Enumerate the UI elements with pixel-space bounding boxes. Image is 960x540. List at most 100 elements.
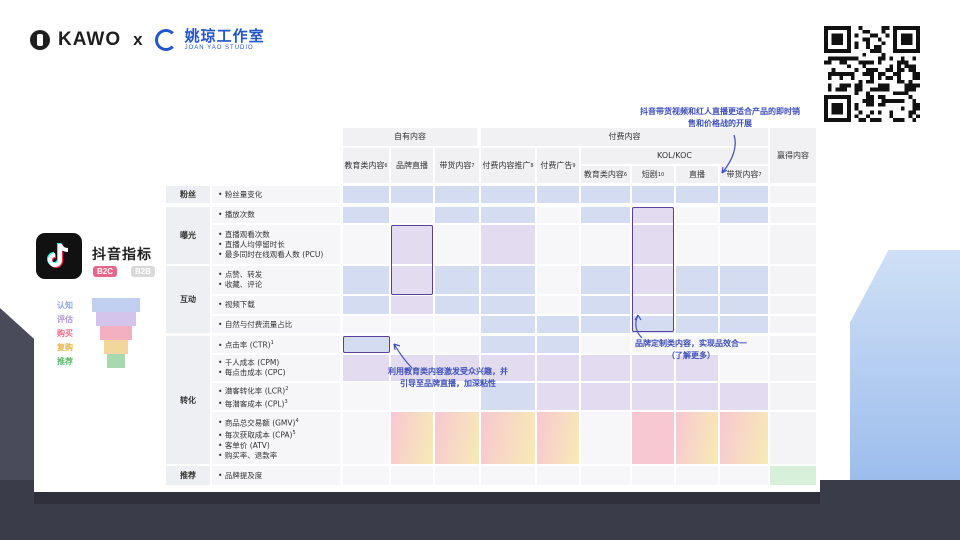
earned-cell (770, 225, 816, 264)
earned-cell (770, 466, 816, 485)
metric-cell (581, 186, 630, 203)
metric-cell (435, 316, 479, 333)
metric-cell (435, 225, 479, 264)
metric-row-label: 点击率 (CTR)1 (212, 336, 340, 353)
metric-cell (581, 207, 630, 223)
metric-cell (720, 316, 768, 333)
column-header-label: 教育类内容 (344, 160, 385, 170)
card-shadow (34, 492, 820, 504)
funnel-graphic (92, 298, 140, 368)
tiktok-logo-icon (36, 233, 82, 279)
metric-item: 收藏、评论 (218, 280, 340, 290)
metric-cell (720, 207, 768, 223)
column-header-footnote: 10 (657, 171, 665, 178)
metric-cell (481, 383, 535, 410)
metric-cell (343, 186, 389, 203)
metric-cell (391, 336, 433, 353)
column-header-label: 直播 (689, 169, 705, 179)
metric-item-text: 客单价 (ATV) (224, 440, 270, 450)
metric-cell (537, 412, 579, 464)
metric-cell (391, 186, 433, 203)
metric-item: 千人成本 (CPM) (218, 358, 340, 368)
earned-cell (770, 296, 816, 314)
metric-cell (537, 207, 579, 223)
metric-item-text: 潜客转化率 (LCR) (224, 386, 286, 396)
metric-cell (435, 186, 479, 203)
metric-cell (537, 316, 579, 333)
metric-item: 品牌提及度 (218, 471, 340, 481)
earned-cell (770, 316, 816, 333)
funnel-label: 复购 (57, 343, 73, 352)
metric-cell (537, 225, 579, 264)
metric-cell (581, 336, 630, 353)
metric-cell (720, 186, 768, 203)
metric-row-label: 点赞、转发收藏、评论 (212, 266, 340, 294)
funnel-segment (100, 326, 132, 340)
column-header-footnote: 6 (384, 162, 388, 169)
metric-cell (343, 266, 389, 294)
metric-cell (391, 466, 433, 485)
metric-cell (343, 383, 389, 410)
funnel-segment (104, 340, 128, 354)
metric-cell (391, 296, 433, 314)
joan-yao-brand: 姚琼工作室 JOAN YAO STUDIO (185, 28, 265, 52)
funnel-label: 评估 (57, 315, 73, 324)
badge-b2c[interactable]: B2C (93, 266, 118, 277)
metric-cell (391, 207, 433, 223)
metric-cell (481, 355, 535, 381)
group-paid: 付费内容 (481, 128, 768, 146)
metric-item: 每次获取成本 (CPA)5 (218, 428, 340, 441)
qr-code (824, 26, 920, 122)
metric-cell (720, 412, 768, 464)
metric-item-text: 品牌提及度 (224, 470, 263, 480)
metric-cell (435, 296, 479, 314)
funnel-label: 推荐 (57, 357, 73, 366)
metric-cell (481, 207, 535, 223)
earned-cell (770, 336, 816, 353)
earned-cell (770, 383, 816, 410)
highlight-brand-live (391, 225, 433, 295)
column-header-label: 短剧 (641, 169, 658, 179)
metric-row-label: 播放次数 (212, 207, 340, 223)
row-group-label: 粉丝 (166, 186, 210, 203)
earned-cell (770, 207, 816, 223)
metric-cell (676, 186, 718, 203)
metric-cell (720, 336, 768, 353)
arrow-top (721, 134, 736, 174)
metric-cell (720, 355, 768, 381)
metric-item-text: 千人成本 (CPM) (224, 358, 280, 367)
badge-b2b[interactable]: B2B (131, 266, 156, 277)
metric-cell (632, 355, 674, 381)
metric-item: 播放次数 (218, 210, 340, 220)
column-header-label: 带货内容 (726, 169, 759, 179)
metric-cell (676, 336, 718, 353)
metric-cell (632, 412, 674, 464)
metric-cell (676, 355, 718, 381)
earned-cell (770, 412, 816, 464)
metric-cell (537, 466, 579, 485)
arrow-left (393, 343, 413, 369)
metric-cell (481, 412, 535, 464)
metric-cell (581, 355, 630, 381)
column-header-label: 带货内容 (439, 160, 472, 170)
metric-cell (435, 207, 479, 223)
metric-cell (481, 186, 535, 203)
metric-item-text: 每次获取成本 (CPA) (224, 430, 293, 440)
metric-cell (720, 383, 768, 410)
metric-cell (581, 296, 630, 314)
metric-item: 每点击成本 (CPC) (218, 368, 340, 378)
metric-cell (537, 186, 579, 203)
metric-item: 点击率 (CTR)1 (218, 338, 340, 351)
metric-item-text: 播放次数 (224, 210, 255, 219)
metric-cell (435, 466, 479, 485)
metric-cell (435, 383, 479, 410)
column-header: 直播 (676, 166, 718, 183)
metric-cell (343, 336, 389, 353)
metric-cell (676, 207, 718, 223)
group-earned: 赢得内容 (770, 128, 816, 183)
metric-item: 视频下载 (218, 300, 340, 310)
note-mid: 品牌定制类内容，实现品效合一（了解更多） (635, 339, 747, 360)
